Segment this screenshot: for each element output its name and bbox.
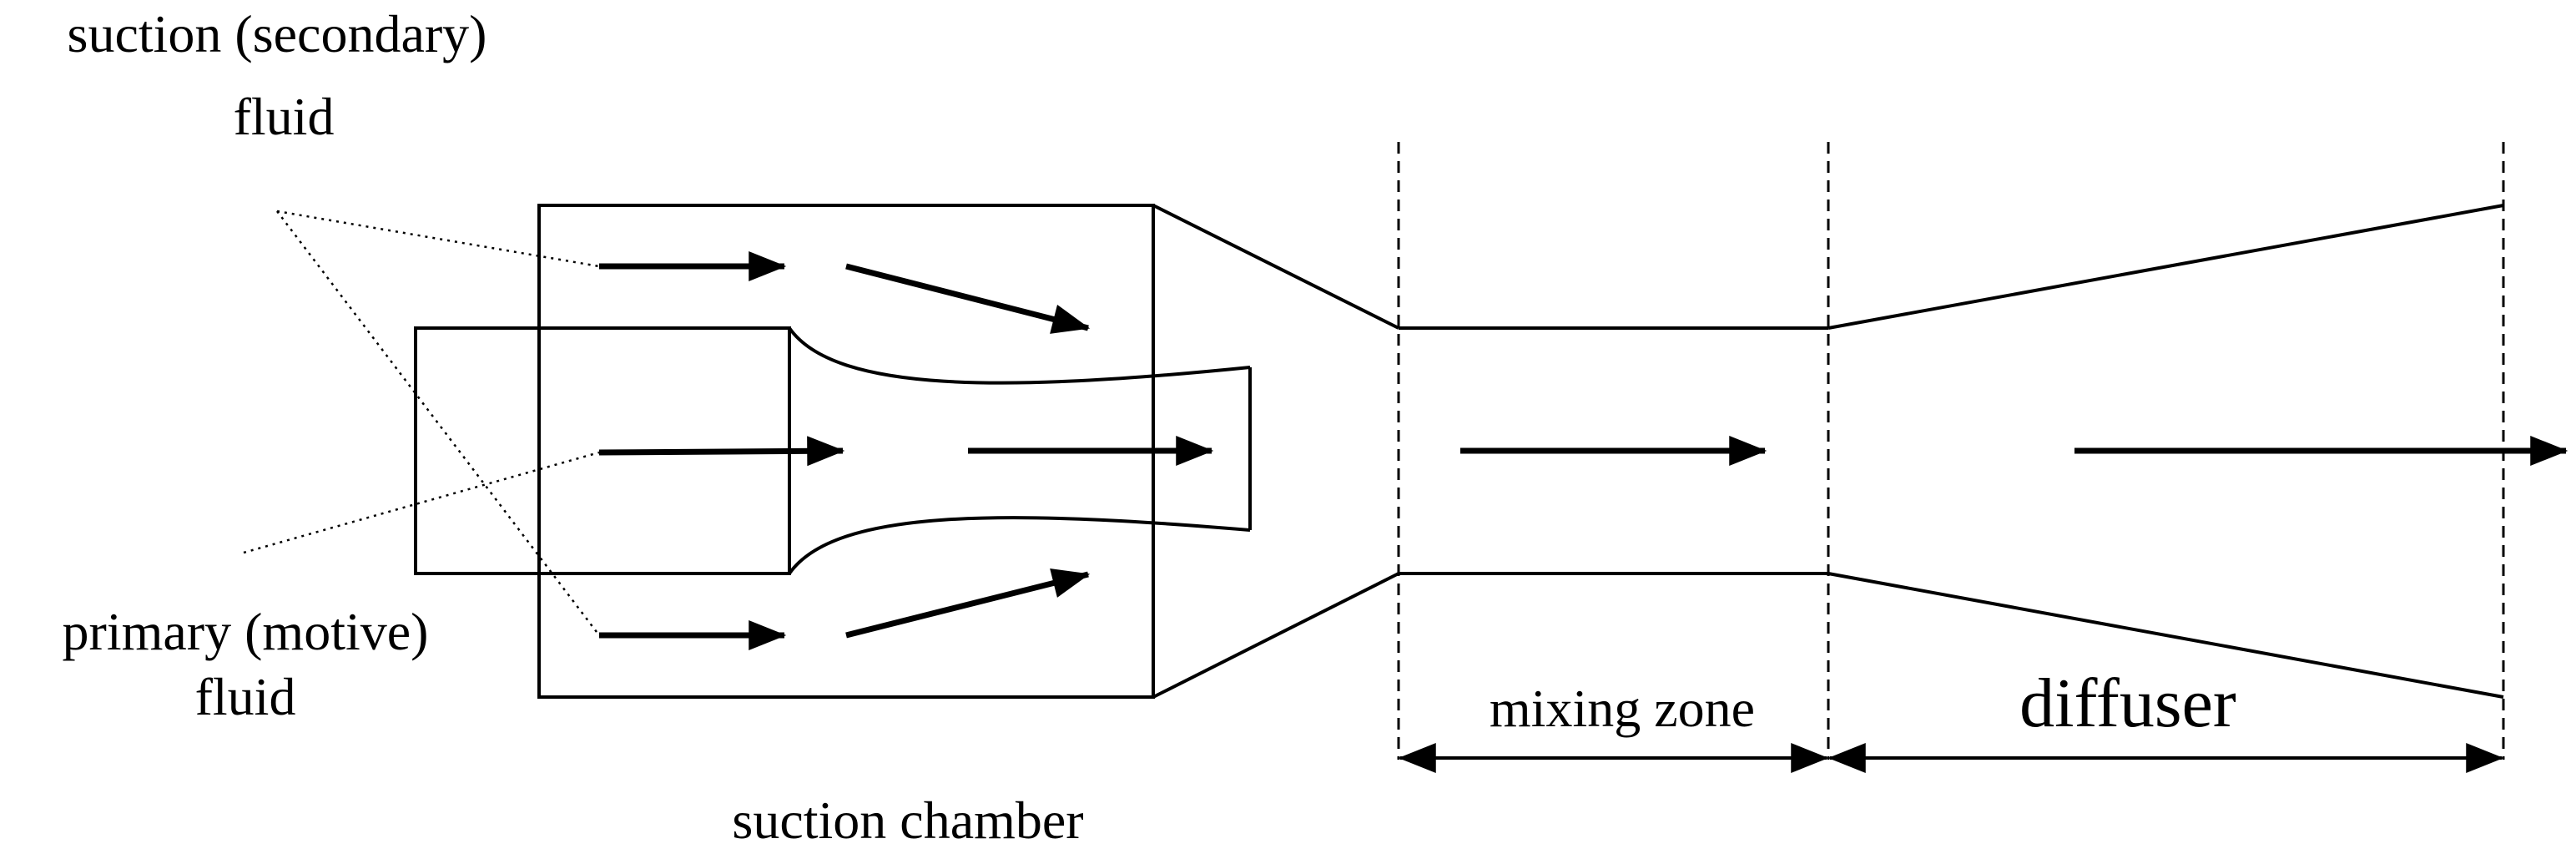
diffuser-top [1827, 204, 2504, 330]
flow-arrow-primary-in [598, 436, 845, 467]
leader-primary [243, 451, 600, 554]
leader-suction-top [276, 210, 600, 268]
mixing-zone-label: mixing zone [1490, 679, 1755, 738]
nozzle-lower-curve [788, 516, 1251, 575]
flow-arrow-suction-bottom-converge [845, 568, 1091, 639]
converging-bottom [1152, 572, 1399, 699]
suction-fluid-label-line1: suction (secondary) [68, 4, 487, 63]
flow-arrow-suction-top-converge [845, 263, 1091, 334]
nozzle-upper-curve [788, 326, 1251, 385]
diffuser-bottom [1827, 572, 2504, 699]
diffuser-label: diffuser [2019, 664, 2236, 742]
converging-top [1152, 204, 1399, 330]
suction-fluid-label-line2: fluid [234, 87, 335, 146]
leader-suction-bottom [276, 210, 600, 636]
primary-fluid-label-line2: fluid [195, 667, 296, 726]
suction-chamber-label: suction chamber [732, 791, 1083, 850]
primary-fluid-label-line1: primary (motive) [63, 602, 429, 661]
